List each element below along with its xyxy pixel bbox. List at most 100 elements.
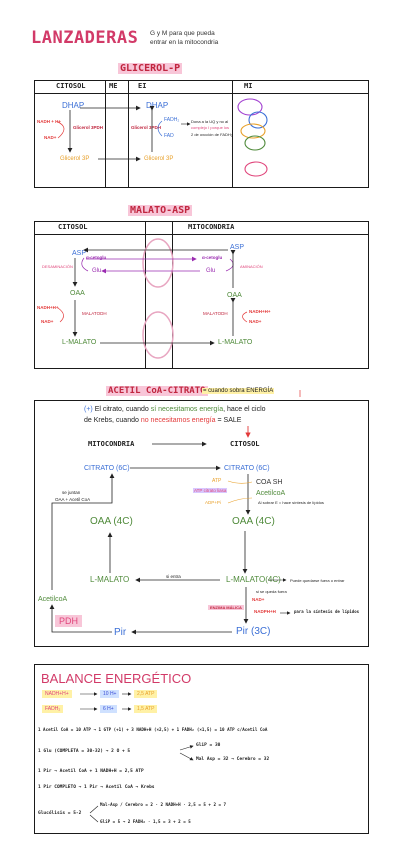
balance-row1-a-text: NADH+H+ bbox=[42, 690, 72, 698]
acetil-heading-suffix-text: = cuando sobra ENERGÍA bbox=[202, 388, 275, 394]
malato-glu-right: Glu bbox=[206, 268, 216, 274]
balance-row2-b: 6 H+ bbox=[100, 705, 117, 713]
glicerol-nadh: NADH + H+ bbox=[37, 119, 62, 124]
acetil-col-mito: MITOCONDRIA bbox=[88, 440, 135, 448]
acetil-intro-1b: sí necesitamos energía bbox=[150, 406, 224, 413]
acetil-adp-curve bbox=[227, 497, 253, 504]
malato-curve-left bbox=[81, 257, 89, 272]
glicerol-note-2: complejo I porque los bbox=[191, 125, 230, 130]
acetil-acetilcoa-right: AcetilcoA bbox=[256, 490, 286, 497]
acetil-pir-right: Pir (3C) bbox=[236, 626, 271, 637]
malato-heading: MALATO-ASP bbox=[128, 205, 193, 216]
balance-heading: BALANCE ENERGÉTICO bbox=[41, 671, 192, 686]
glicerol-note-3: 2 de oxcción de FADH₂ bbox=[191, 132, 233, 137]
glicerol-3p-right: Glicerol 3P bbox=[144, 156, 174, 162]
balance-arrow-glip bbox=[179, 745, 194, 751]
acetil-citrato-left: CITRATO (6C) bbox=[84, 465, 130, 472]
glicerol-col-citosol: CITOSOL bbox=[56, 82, 86, 90]
balance-row2-c: 1,5 ATP bbox=[134, 705, 158, 713]
acetil-lmalato-right: L-MALATO(4C) bbox=[226, 575, 281, 584]
acetil-intro-2c: = SALE bbox=[217, 417, 242, 424]
malato-asp-left: ASP bbox=[72, 250, 87, 257]
acetil-sobrar-note: Al sobrar E = hace síntesis de lípidos bbox=[258, 500, 324, 505]
balance-line2-b: GliP = 30 bbox=[196, 743, 221, 748]
malato-nadh-curve-right bbox=[242, 311, 248, 323]
page-title: LANZADERAS bbox=[31, 28, 139, 48]
acetil-arrow-loop bbox=[51, 473, 115, 590]
acetil-enzima-malica-text: ENZIMA MÁLICA bbox=[208, 605, 244, 610]
acetil-intro-line2: de Krebs, cuando no necesitamos energía … bbox=[84, 417, 241, 424]
mi-ellipse-purple bbox=[237, 98, 263, 116]
balance-line1: 1 Acetil CoA = 10 ATP → 1 GTP (+1) + 3 N… bbox=[38, 727, 268, 732]
glicerol-fad-curve bbox=[157, 120, 163, 137]
malato-desaminacion: DESAMINACIÓN bbox=[42, 264, 73, 269]
acetil-atp: ATP bbox=[212, 478, 222, 484]
malato-divider-2 bbox=[172, 221, 173, 369]
acetil-citrato-liasa: ATP citrato liasa bbox=[193, 488, 228, 494]
glicerol-note-1: Dona a la UQ y no al bbox=[191, 119, 229, 124]
acetil-oaa4c-left: OAA (4C) bbox=[90, 516, 133, 527]
acetil-sintesis: para la síntesis de lípidos bbox=[294, 609, 360, 614]
acetil-intro-2b: no necesitamos energía bbox=[140, 417, 216, 424]
balance-row2-b-text: 6 H+ bbox=[100, 705, 117, 713]
balance-row1-b-text: 10 H+ bbox=[100, 690, 120, 698]
acetil-intro-bullet: (+) bbox=[84, 406, 93, 413]
malato-acetoglu-right: α-cetoglu bbox=[202, 255, 223, 260]
malato-lmalato-left: L-MALATO bbox=[62, 339, 97, 346]
acetil-pdh-text: PDH bbox=[55, 615, 83, 627]
glicerol-divider-3 bbox=[232, 80, 233, 188]
malato-nadh-right: NADH+H+ bbox=[249, 309, 271, 314]
page-subtitle-line2: entrar en la mitocondria bbox=[150, 39, 219, 46]
glicerol-fadh2: FADH₂ bbox=[164, 117, 180, 123]
acetil-intro-1a: El citrato, cuando bbox=[94, 406, 149, 413]
glicerol-enzyme-left: Glicerol 3PDH bbox=[73, 125, 104, 130]
malato-glu-left: Glu bbox=[92, 268, 102, 274]
glicerol-heading: GLICEROL-P bbox=[118, 63, 183, 74]
page-subtitle-line1: G y M para que pueda bbox=[150, 30, 215, 37]
balance-row1-b: 10 H+ bbox=[100, 690, 120, 698]
malato-aminacion: AMINACIÓN bbox=[240, 264, 263, 269]
balance-branch-top bbox=[89, 805, 99, 814]
balance-line2-c: Mal Asp = 32 → Cerebro = 32 bbox=[196, 757, 270, 762]
glicerol-header-line bbox=[34, 93, 369, 94]
malato-curve-right bbox=[225, 258, 234, 272]
acetil-coa-sh: COA SH bbox=[256, 479, 283, 486]
glicerol-fad: FAD bbox=[164, 133, 174, 139]
glicerol-dhap-right: DHAP bbox=[146, 101, 169, 110]
balance-row1-c: 2,5 ATP bbox=[134, 690, 158, 698]
mi-ellipse-green bbox=[244, 135, 266, 151]
malato-box bbox=[34, 221, 369, 369]
glicerol-divider-2 bbox=[128, 80, 129, 188]
glicerol-dhap-left: DHAP bbox=[62, 101, 85, 110]
balance-box bbox=[34, 664, 369, 834]
acetil-citrato-right: CITRATO (6C) bbox=[224, 465, 270, 472]
acetil-lmalato-left: L-MALATO bbox=[90, 575, 130, 584]
malato-col-citosol: CITOSOL bbox=[58, 223, 88, 231]
acetil-se-juntan: se juntan bbox=[62, 490, 81, 495]
malato-nadh-left: NADH+H+ bbox=[37, 305, 59, 310]
acetil-heading-text: ACETIL CoA-CITRATO bbox=[106, 386, 208, 396]
malato-divider-1 bbox=[145, 221, 146, 369]
acetil-box bbox=[34, 400, 369, 647]
acetil-nad: NAD+ bbox=[252, 597, 265, 602]
acetil-enzima-malica: ENZIMA MÁLICA bbox=[208, 605, 244, 610]
glicerol-divider-1 bbox=[105, 80, 106, 188]
glicerol-col-ei: EI bbox=[138, 82, 147, 90]
balance-line4: 1 Pir COMPLETO → 1 Pir → Acetil CoA → Kr… bbox=[38, 785, 155, 790]
glicerol-nadh-curve bbox=[57, 121, 65, 139]
malato-malatodh-right: MALATODH bbox=[203, 311, 228, 316]
acetil-adp-pi: ADP+Pi bbox=[205, 500, 221, 505]
malato-oaa-left: OAA bbox=[70, 290, 85, 297]
acetil-citrato-liasa-text: ATP citrato liasa bbox=[193, 488, 228, 493]
balance-row1-c-text: 2,5 ATP bbox=[134, 690, 158, 698]
acetil-arrow-pdh bbox=[49, 604, 112, 633]
mi-ellipse-orange bbox=[240, 123, 266, 139]
acetil-pir-left: Pir bbox=[114, 627, 127, 638]
balance-row2-c-text: 1,5 ATP bbox=[134, 705, 158, 713]
balance-row1-a: NADH+H+ bbox=[42, 690, 72, 698]
acetil-puede-quedarse: Puede quedarse fuera o entrar bbox=[290, 578, 345, 583]
glicerol-nad: NAD+ bbox=[44, 135, 57, 140]
glicerol-box bbox=[34, 80, 369, 188]
malato-heading-text: MALATO-ASP bbox=[128, 205, 193, 216]
balance-row2-a: FADH₂ bbox=[42, 705, 64, 713]
